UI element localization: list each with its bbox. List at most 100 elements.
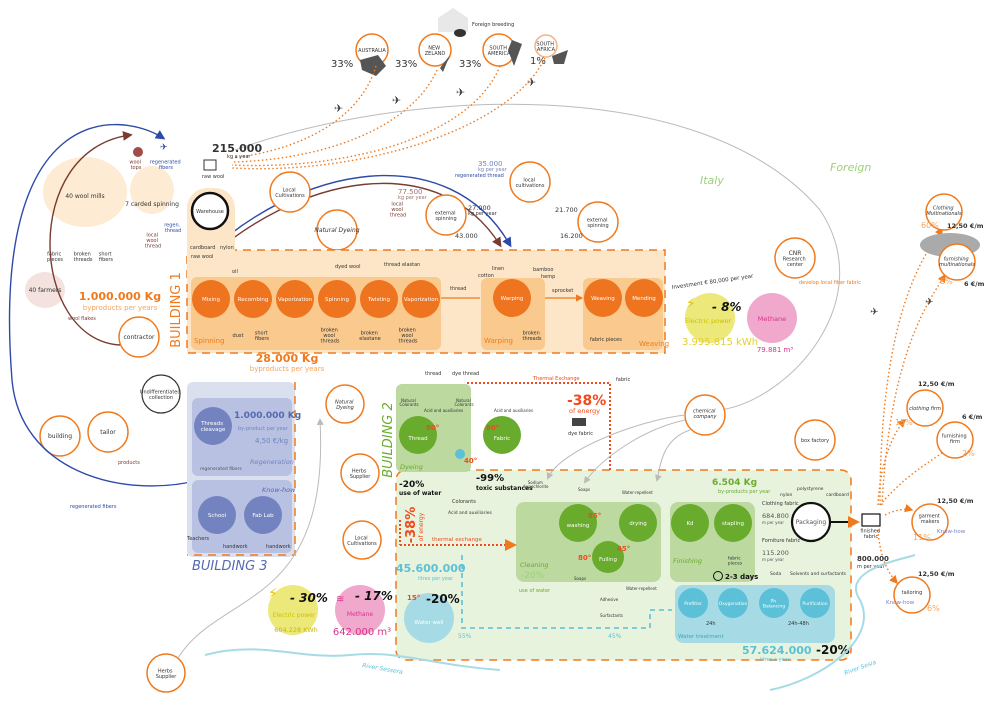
south-africa-map-icon: [552, 50, 568, 64]
external-spinning-label-2: external spinning: [587, 217, 609, 229]
contractor-node[interactable]: [118, 316, 160, 358]
airplane-icon: ✈: [392, 94, 401, 107]
external-spinning-amount-2: 43.000: [455, 232, 478, 240]
output-broken-elastane: broken elastane: [359, 330, 380, 342]
country-australia: AUSTRALIA 33%: [331, 33, 389, 76]
country-new-zealand: NEW ZELAND 33%: [395, 33, 452, 72]
furnishing-multinationals-node[interactable]: [938, 243, 976, 281]
local-cultivations-node[interactable]: [269, 171, 311, 213]
threads-cleavage-node: [194, 407, 232, 445]
building-1-title: BUILDING 1: [169, 272, 184, 348]
process-vaporization: [276, 280, 314, 318]
local-wool-amount: 77.500: [398, 188, 423, 196]
raw-wool-unit: kg a year: [227, 154, 251, 160]
mending-process-label: Mending: [632, 296, 656, 302]
process-mixing-label: Mixing: [202, 297, 220, 303]
route-australia: [231, 65, 377, 159]
oxygenation-label: Oxygenation: [719, 601, 748, 607]
fabric-dyeing-node: [483, 416, 521, 454]
undifferentiated-collection-label: Undifferentiated collection: [140, 389, 182, 401]
wool-tops-icon: [133, 147, 143, 157]
raw-wool-label: raw wool: [202, 174, 224, 180]
tailoring-label: tailoring: [902, 590, 923, 596]
building-node[interactable]: [39, 415, 81, 457]
dyeing-water-delta: -20%: [399, 480, 424, 490]
thermal-exchange-line: [467, 382, 611, 470]
tailoring-know-how: Know-how: [886, 600, 915, 606]
external-spinning-amount-1: 27.000: [468, 204, 491, 212]
contractor-label: contractor: [123, 334, 155, 341]
ph-balancing-label: Ph Balancing: [763, 599, 785, 610]
handwork-label-1: handwork: [223, 544, 248, 550]
lightning-icon: ⚡: [268, 586, 278, 602]
dyeing-label: Dyeing: [400, 463, 423, 471]
electric-power-label-1: Electric power: [685, 317, 732, 325]
foreign-label: Foreign: [830, 161, 871, 174]
cnr-node[interactable]: [774, 237, 816, 279]
new-zealand-map-icon: [440, 55, 450, 72]
wool-mills-label: 40 wool mills: [65, 193, 104, 200]
local-cultivations-node-2[interactable]: [509, 161, 551, 203]
sheep-icon: [454, 29, 466, 37]
garment-makers-label: garment makers: [919, 513, 942, 525]
electric-power-delta-2: - 30%: [290, 591, 328, 605]
energy-label-top: of energy: [569, 407, 600, 415]
output-dust: dust: [233, 333, 244, 339]
cleaning-water-label: use of water: [519, 588, 551, 594]
tailoring-share: 6%: [927, 604, 940, 613]
external-spinning-node-2[interactable]: [577, 201, 619, 243]
garment-makers-node[interactable]: [911, 503, 949, 541]
herbs-supplier-node-2[interactable]: [146, 653, 186, 693]
kg-per-year: kg per year: [468, 211, 498, 217]
airplane-icon: ✈: [527, 76, 536, 89]
thread-temp: 80°: [426, 424, 439, 432]
school-label: School: [208, 513, 227, 519]
furnishing-firm-share: 2%: [962, 449, 975, 458]
clothing-multinationals-node[interactable]: [925, 193, 963, 231]
warehouse-node[interactable]: [190, 191, 230, 231]
process-spinning: [318, 280, 356, 318]
local-wool-unit: kg per year: [398, 195, 428, 201]
herbs-supplier-node[interactable]: [340, 453, 380, 493]
cnr-label: CNR: [789, 250, 802, 257]
building-3-regenerated-fibers: regenerated fibers: [200, 466, 243, 472]
output-amount: 800.000: [857, 555, 889, 563]
natural-dyeing-node-2[interactable]: [325, 384, 365, 424]
fulling-label: Fulling: [599, 557, 617, 563]
toxic-label: toxic substances: [476, 485, 533, 492]
drying-node: [619, 504, 657, 542]
fabric-pieces-output: fabric pieces: [590, 337, 622, 343]
furnishing-firm-node[interactable]: [936, 421, 974, 459]
water-drop-icon: [455, 449, 465, 459]
tailoring-node[interactable]: [893, 576, 931, 614]
process-vaporization-2: [402, 280, 440, 318]
fabric-dyeing-label: Fabric: [494, 436, 510, 442]
water-flow-line: [461, 555, 672, 629]
thread-dyeing-node: [399, 416, 437, 454]
box-factory-label: box factory: [801, 438, 829, 444]
clothing-firm-node[interactable]: [906, 389, 944, 427]
garment-makers-price: 12,50 €/m: [937, 497, 974, 505]
methane-label-1: Methane: [758, 315, 786, 323]
external-spinning-node[interactable]: [425, 194, 467, 236]
methane-1: [747, 293, 797, 343]
byproducts-amount: 1.000.000 Kg: [79, 290, 161, 303]
box-icon: [203, 159, 217, 171]
regen-thread-label: regen. thread: [164, 222, 182, 234]
country-south-america-share: 33%: [459, 59, 481, 70]
packaging-cardboard: cardboard: [826, 492, 849, 498]
water-treatment-area: [675, 585, 835, 643]
process-mending: [625, 279, 663, 317]
washing-temp: 85°: [588, 512, 601, 520]
box-factory-node[interactable]: [794, 419, 836, 461]
local-cultivations-node-3[interactable]: [342, 520, 382, 560]
clothing-fabric-amount: 684.800: [762, 512, 789, 520]
tailor-node[interactable]: [87, 411, 129, 453]
process-mixing: [192, 280, 230, 318]
building-2-byproducts-amount: 6.504 Kg: [712, 478, 757, 488]
undifferentiated-collection-node[interactable]: [141, 374, 181, 414]
input-hemp: hemp: [541, 274, 555, 280]
water-treatment-processes: Prefilter Oxygenation Ph Balancing Purif…: [678, 588, 830, 618]
spinning-processes: Mixing Recombing Vaporization Spinning T…: [192, 280, 440, 318]
dye-thread-label: dye thread: [452, 371, 479, 377]
